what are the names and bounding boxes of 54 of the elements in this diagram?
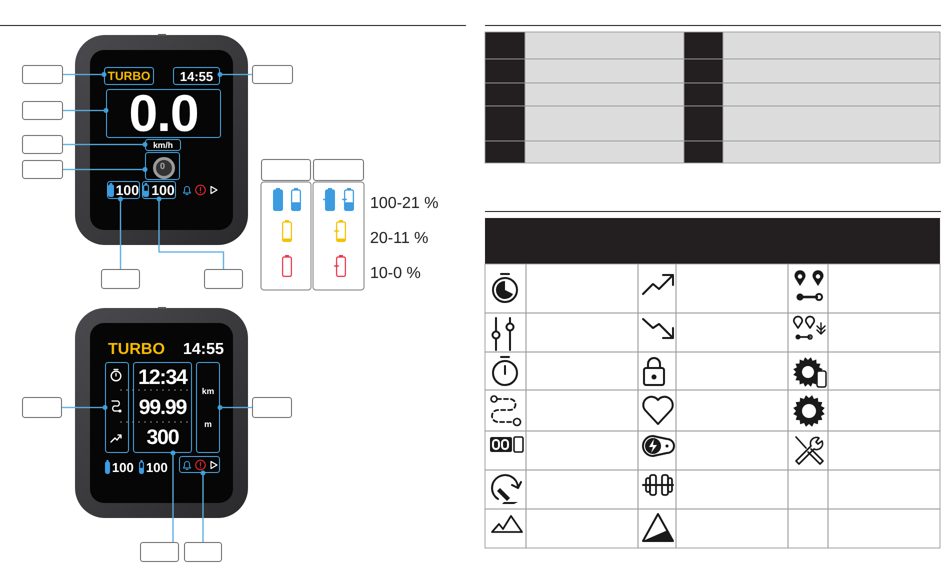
display-field [105,362,129,453]
battery-level: 100 [116,183,139,197]
display-field [145,152,180,180]
display-field [133,362,192,453]
clock-readout: 14:55 [180,70,214,82]
clock-readout: 14:55 [183,342,224,358]
callout-box [252,65,293,84]
unit-label: km/h [153,140,173,150]
trip-value: 12:34 [138,367,187,388]
callout-box [313,159,364,181]
callout-box [22,135,63,154]
display-field [179,456,220,473]
callout-box [22,160,63,179]
display-field [142,181,176,199]
display-field [107,181,140,199]
leader-line [200,470,206,542]
battery-level: 100 [151,183,175,197]
leader-line [63,167,148,172]
callout-box [22,101,63,120]
display-field [104,67,154,85]
mode-readout: TURBO [108,342,165,358]
leader-line [156,196,224,269]
unit-label: m [204,420,212,428]
callout-box [22,397,62,418]
callout-box [140,542,179,562]
callout-box [184,542,222,562]
leader-line [170,450,176,542]
leader-line [63,72,106,77]
callout-box [204,269,243,289]
leader-line [218,72,252,77]
leader-line [63,108,108,113]
leader-line [118,196,123,269]
display-field [145,139,181,151]
unit-label: km [202,387,214,396]
percent-range: 10-0 % [370,266,421,282]
percent-range: 100-21 % [370,196,438,212]
trip-value: 300 [146,427,179,448]
leader-line [63,142,148,147]
callout-box [252,397,292,418]
battery-level: 100 [146,461,168,474]
display-field [196,362,220,453]
leader-line [62,405,108,410]
percent-range: 20-11 % [370,231,428,247]
display-field [106,89,221,138]
callout-box [22,65,63,84]
leader-line [218,405,252,410]
button-label: 0 [160,162,165,170]
speed-readout: 0.0 [128,88,198,140]
battery-level: 100 [112,461,134,474]
display-field [173,67,220,85]
callout-box [101,269,140,289]
callout-box [261,159,311,181]
mode-readout: TURBO [108,70,150,82]
trip-value: 99.99 [138,397,186,418]
